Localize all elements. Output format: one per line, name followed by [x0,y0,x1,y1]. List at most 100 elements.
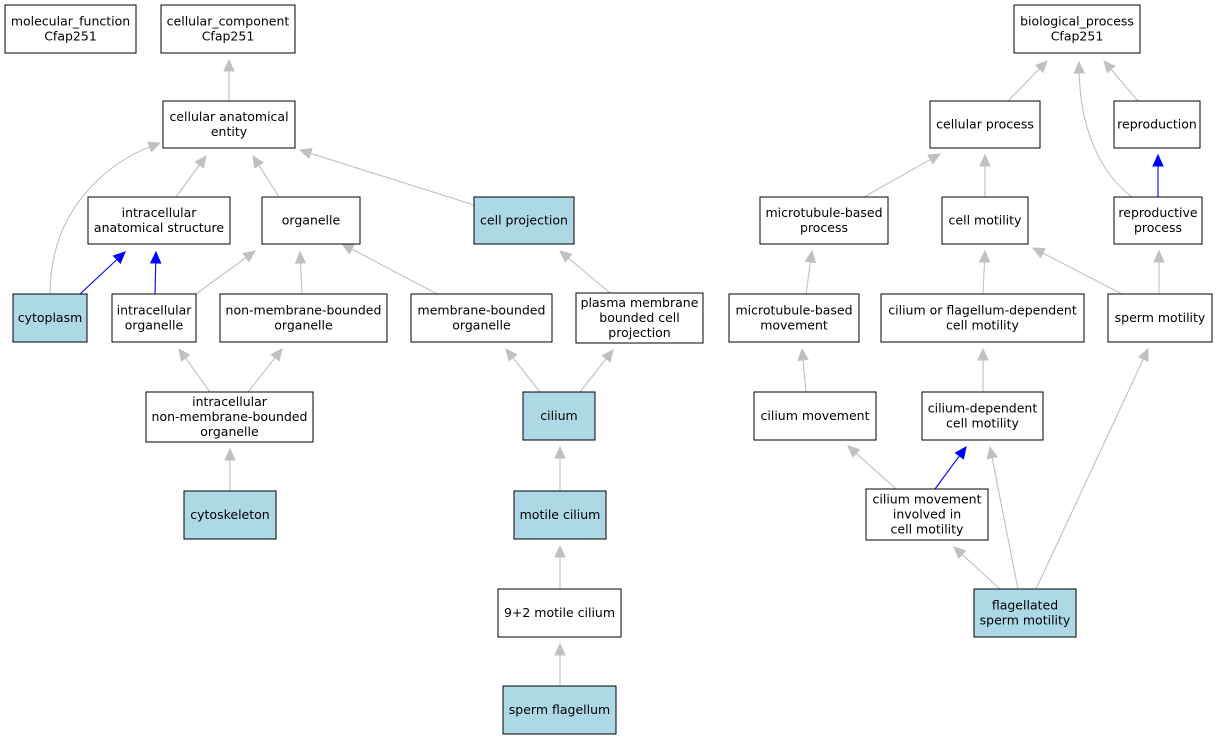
node-cell-projection[interactable]: cell projection [473,196,575,245]
edge-cilium-to-plasma-membrane-bounded-cell-projection [579,349,614,393]
edge-arrowhead [1137,347,1149,362]
node-label-line: reproduction [1117,117,1197,132]
edge-arrowhead [242,250,256,263]
edge-cilium-movement-involved-in-cell-motility-to-cilium-movement [847,445,897,490]
edge-arrowhead [147,141,162,153]
node-label-line: cilium or flagellum-dependent [888,303,1077,318]
edge-reproductive-process-to-reproduction [1152,153,1164,197]
node-label-line: 9+2 motile cilium [504,605,615,620]
edge-reproduction-to-biological-process [1103,60,1139,102]
edge-line [195,257,247,295]
edge-line [175,164,200,198]
edge-line [1007,68,1040,102]
edge-arrowhead [1153,249,1165,263]
edge-arrowhead [1152,153,1164,167]
node-cilium-movement[interactable]: cilium movement [753,391,877,441]
node-cellular-process[interactable]: cellular process [929,100,1041,149]
edge-line [855,452,897,490]
edge-arrowhead [554,544,566,558]
edge-arrowhead [223,58,235,72]
edge-cell-motility-to-cellular-process [979,153,991,197]
node-label-line: cell projection [480,213,568,228]
edge-sperm-motility-to-cell-motility [1031,247,1123,295]
edge-line [1035,358,1144,590]
node-nine-plus-two-motile-cilium[interactable]: 9+2 motile cilium [497,588,622,638]
node-box [880,293,1085,343]
edge-line [863,158,931,198]
node-organelle[interactable]: organelle [261,196,361,245]
edge-cellular-anatomical-entity-to-cellular-component [223,58,235,101]
edge-cytoskeleton-to-intracellular-non-membrane-bounded-organelle [224,447,236,491]
edge-line [184,357,211,393]
node-label-line: cilium [540,408,577,423]
edge-line [579,358,607,393]
edge-arrowhead [178,348,191,362]
node-cilium[interactable]: cilium [522,391,596,441]
edge-cilium-to-membrane-bounded-organelle [505,348,541,393]
node-intracellular-non-membrane-bounded-organelle[interactable]: intracellularnon-membrane-boundedorganel… [145,391,314,443]
node-label-line: cell motility [949,213,1023,228]
edge-line [512,357,541,393]
edge-motile-cilium-to-cilium [554,445,566,491]
node-label-line: cell motility [946,416,1020,431]
node-label-line: flagellated [992,598,1058,613]
node-box [513,490,607,540]
node-label-line: organelle [125,318,184,333]
edge-line [1110,69,1139,102]
node-label-line: organelle [200,424,259,439]
node-label-line: microtubule-based [735,303,852,318]
node-sperm-motility[interactable]: sperm motility [1107,293,1213,343]
node-label-line: organelle [274,318,333,333]
edge-intracellular-organelle-to-organelle [195,250,256,295]
node-label-line: sperm motility [980,613,1071,628]
node-label-line: sperm motility [1115,310,1206,325]
node-sperm-flagellum[interactable]: sperm flagellum [502,685,617,735]
node-box [145,391,314,443]
node-box [183,490,277,540]
edge-line [49,146,150,295]
node-cytoplasm[interactable]: cytoplasm [12,293,88,343]
node-label-line: cell motility [946,318,1020,333]
edge-line [961,554,1001,590]
node-cytoskeleton[interactable]: cytoskeleton [183,490,277,540]
edge-nine-plus-two-motile-cilium-to-motile-cilium [554,544,566,589]
node-box [1107,293,1213,343]
edge-arrowhead [601,349,614,363]
node-label-line: cell motility [891,522,965,537]
edge-intracellular-anatomical-structure-to-cellular-anatomical-entity [175,155,207,198]
edge-arrowhead [847,445,861,458]
edge-microtubule-based-process-to-cellular-process [863,153,942,198]
node-label-line: motile cilium [520,507,601,522]
edge-arrowhead [298,147,313,159]
node-label-line: cilium movement [873,492,982,507]
edge-arrowhead [554,445,566,459]
node-label-line: cilium-dependent [928,401,1038,416]
edge-arrowhead [804,249,817,264]
node-label-line: membrane-bounded [418,303,546,318]
edge-arrowhead [149,250,162,264]
edge-flagellated-sperm-motility-to-cilium-dependent-cell-motility [986,445,1019,590]
node-motile-cilium[interactable]: motile cilium [513,490,607,540]
node-label-line: intracellular [192,394,268,409]
node-reproduction[interactable]: reproduction [1113,100,1201,149]
node-cell-motility[interactable]: cell motility [941,196,1029,245]
edge-arrowhead [978,249,991,263]
edge-intracellular-non-membrane-bounded-organelle-to-non-membrane-bounded-organelle [247,348,283,393]
